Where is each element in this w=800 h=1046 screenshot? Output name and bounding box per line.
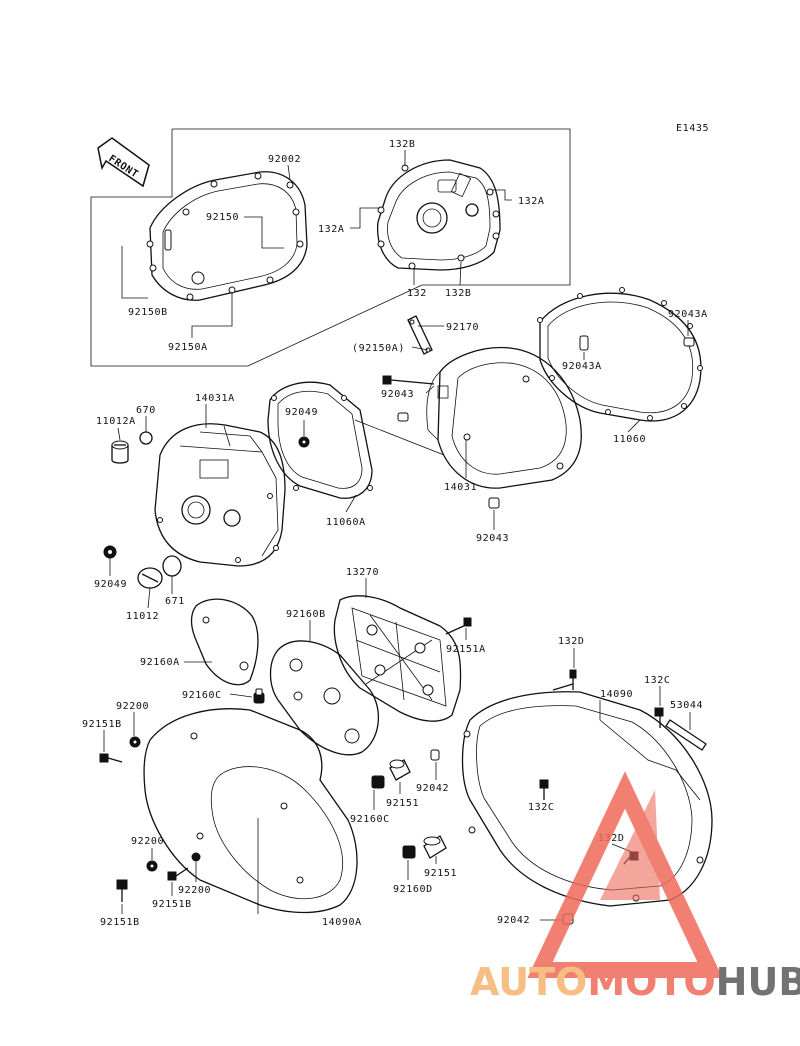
label-92049-top: 92049 xyxy=(285,407,318,418)
label-13270: 13270 xyxy=(346,567,379,578)
dowel-92042-top xyxy=(430,749,440,761)
label-92002: 92002 xyxy=(268,154,301,165)
label-14090: 14090 xyxy=(600,689,633,700)
label-11012A: 11012A xyxy=(96,416,136,427)
label-92151B-left: 92151B xyxy=(82,719,122,730)
label-132B-bottom: 132B xyxy=(445,288,471,299)
watermark-word-auto: AUTO xyxy=(470,960,587,1004)
cover-14031A xyxy=(154,423,286,567)
label-92151A: 92151A xyxy=(446,644,486,655)
label-92151B-mid: 92151B xyxy=(152,899,192,910)
label-132: 132 xyxy=(407,288,427,299)
bolt-92151B-bottom xyxy=(116,879,128,902)
label-92043A-right: 92043A xyxy=(668,309,708,320)
label-11060A: 11060A xyxy=(326,517,366,528)
cover-14090A xyxy=(143,708,358,914)
label-132A-right: 132A xyxy=(518,196,544,207)
label-92043A-mid: 92043A xyxy=(562,361,602,372)
dowel-left xyxy=(397,412,409,422)
label-53044: 53044 xyxy=(670,700,703,711)
label-132C-top: 132C xyxy=(644,675,670,686)
outer-cover-14031 xyxy=(426,346,582,489)
label-14031A: 14031A xyxy=(195,393,235,404)
label-92150: 92150 xyxy=(206,212,239,223)
collar-92151-top xyxy=(389,759,411,781)
watermark-logo: AUTOMOTOHUB xyxy=(470,771,800,1004)
watermark-word-moto: MOTO xyxy=(587,960,715,1004)
label-92151-bottom: 92151 xyxy=(424,868,457,879)
label-92200-mid: 92200 xyxy=(131,836,164,847)
svg-text:AUTOMOTOHUB: AUTOMOTOHUB xyxy=(470,960,800,1004)
watermark-word-hub: HUB xyxy=(716,960,800,1004)
inner-cover-bolts xyxy=(377,164,500,270)
label-92200-bottom: 92200 xyxy=(178,885,211,896)
label-92042-top: 92042 xyxy=(416,783,449,794)
front-arrow-icon: FRONT xyxy=(97,137,150,188)
label-92043-top: 92043 xyxy=(381,389,414,400)
label-92049-bottom: 92049 xyxy=(94,579,127,590)
dowel-92043-bottom xyxy=(488,497,500,509)
grommet-92160D xyxy=(402,845,416,859)
label-132C-mid: 132C xyxy=(528,802,554,813)
grommet-92160C-top xyxy=(253,688,265,704)
label-92151-top: 92151 xyxy=(386,798,419,809)
label-670: 670 xyxy=(136,405,156,416)
diagram-code: E1435 xyxy=(676,123,709,134)
bolt-92151B-left xyxy=(99,753,123,763)
label-132B-top: 132B xyxy=(389,139,415,150)
pad-92160A xyxy=(190,598,259,686)
label-14090A: 14090A xyxy=(322,917,362,928)
grommet-92160C-bottom xyxy=(371,775,385,789)
plate-13270 xyxy=(333,595,462,722)
inset-box-outline xyxy=(90,128,571,367)
rod-53044 xyxy=(665,719,707,751)
plug-11012A xyxy=(111,440,129,464)
label-92160D: 92160D xyxy=(393,884,433,895)
label-92160A: 92160A xyxy=(140,657,180,668)
inner-cover xyxy=(376,159,501,271)
inner-cover-gasket xyxy=(149,171,308,301)
label-92042-bottom: 92042 xyxy=(497,915,530,926)
bolt-132C-top xyxy=(654,707,664,728)
bolt-92043-top xyxy=(382,375,435,385)
label-92150B: 92150B xyxy=(128,307,168,318)
bolt-92151B-mid xyxy=(167,867,189,881)
label-92150A-paren: (92150A) xyxy=(352,343,405,354)
dowel-92043A xyxy=(579,335,695,351)
label-92150A: 92150A xyxy=(168,342,208,353)
label-132D-top: 132D xyxy=(558,636,584,647)
screw-92151A xyxy=(445,617,472,635)
bolt-132C-mid xyxy=(539,779,549,800)
label-92043-bottom: 92043 xyxy=(476,533,509,544)
label-92170: 92170 xyxy=(446,322,479,333)
label-671: 671 xyxy=(165,596,185,607)
bracket-92170 xyxy=(407,315,433,355)
label-92160C-top: 92160C xyxy=(182,690,222,701)
plug-92049-bottom xyxy=(103,545,117,559)
outer-gasket-bolts xyxy=(537,287,703,421)
pad-92160B xyxy=(269,640,380,756)
label-92200-top: 92200 xyxy=(116,701,149,712)
plug-92049-top xyxy=(298,436,310,448)
label-92160B: 92160B xyxy=(286,609,326,620)
label-132A-left: 132A xyxy=(318,224,344,235)
gasket-bolts xyxy=(146,172,304,301)
oring-670 xyxy=(139,431,153,445)
plug-11012 xyxy=(137,555,182,589)
bolt-132D-top xyxy=(552,669,577,691)
label-92151B-bottom: 92151B xyxy=(100,917,140,928)
label-11012: 11012 xyxy=(126,611,159,622)
label-14031: 14031 xyxy=(444,482,477,493)
label-92160C-bottom: 92160C xyxy=(350,814,390,825)
washer-92200-bottom xyxy=(191,852,201,862)
gasket-11060A xyxy=(267,381,373,499)
outer-cover-bolts xyxy=(463,375,564,470)
outer-gasket-11060 xyxy=(539,292,702,422)
collar-92151-bottom xyxy=(423,835,447,859)
label-11060: 11060 xyxy=(613,434,646,445)
